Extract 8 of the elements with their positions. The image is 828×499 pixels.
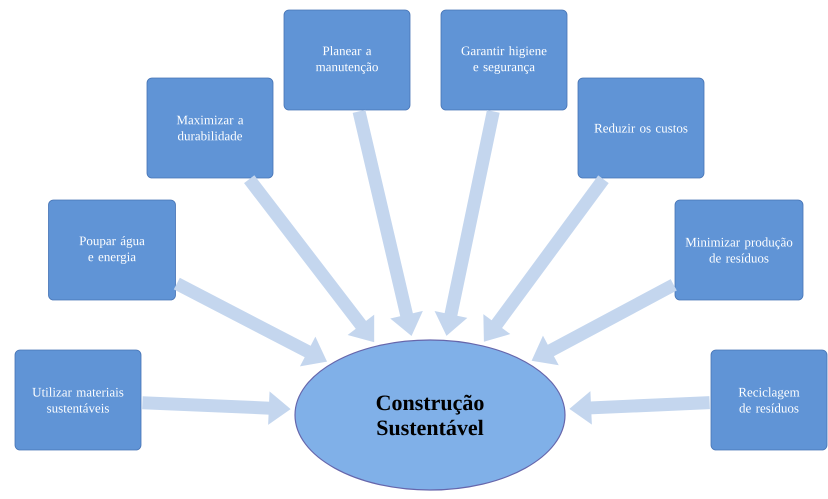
goal-box: Reciclagem de resíduos [710, 350, 828, 450]
goal-box: Minimizar produção de resíduos [674, 200, 804, 300]
goal-box: Utilizar materiais sustentáveis [14, 350, 142, 450]
goal-box: Maximizar a durabilidade [146, 78, 274, 178]
goal-box: Planear a manutenção [284, 10, 410, 110]
goal-box: Reduzir os custos [578, 78, 704, 178]
goal-box: Poupar água e energia [48, 200, 176, 300]
goal-box: Garantir higiene e segurança [440, 10, 568, 110]
